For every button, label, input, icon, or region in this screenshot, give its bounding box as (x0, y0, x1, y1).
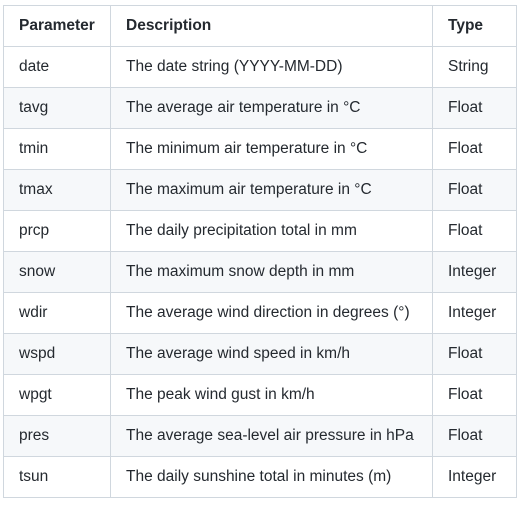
parameter-table: Parameter Description Type date The date… (3, 5, 517, 498)
cell-parameter: tmin (3, 128, 111, 170)
header-parameter: Parameter (3, 5, 111, 47)
table-row: wspd The average wind speed in km/h Floa… (3, 333, 517, 375)
cell-description: The minimum air temperature in °C (110, 128, 433, 170)
table-row: pres The average sea-level air pressure … (3, 415, 517, 457)
table-row: tmax The maximum air temperature in °C F… (3, 169, 517, 211)
table-row: date The date string (YYYY-MM-DD) String (3, 46, 517, 88)
table-row: wdir The average wind direction in degre… (3, 292, 517, 334)
header-row: Parameter Description Type (3, 5, 517, 47)
cell-parameter: snow (3, 251, 111, 293)
cell-description: The daily precipitation total in mm (110, 210, 433, 252)
table-body: date The date string (YYYY-MM-DD) String… (3, 46, 517, 498)
cell-parameter: prcp (3, 210, 111, 252)
cell-description: The average sea-level air pressure in hP… (110, 415, 433, 457)
table-row: prcp The daily precipitation total in mm… (3, 210, 517, 252)
cell-type: Integer (432, 456, 517, 498)
cell-type: Integer (432, 251, 517, 293)
cell-type: String (432, 46, 517, 88)
cell-parameter: tmax (3, 169, 111, 211)
cell-description: The average air temperature in °C (110, 87, 433, 129)
cell-description: The date string (YYYY-MM-DD) (110, 46, 433, 88)
table-row: snow The maximum snow depth in mm Intege… (3, 251, 517, 293)
table-row: tavg The average air temperature in °C F… (3, 87, 517, 129)
cell-type: Float (432, 374, 517, 416)
table-header: Parameter Description Type (3, 5, 517, 47)
cell-description: The maximum air temperature in °C (110, 169, 433, 211)
cell-parameter: pres (3, 415, 111, 457)
cell-type: Float (432, 333, 517, 375)
cell-type: Float (432, 87, 517, 129)
cell-parameter: date (3, 46, 111, 88)
cell-parameter: tsun (3, 456, 111, 498)
cell-parameter: tavg (3, 87, 111, 129)
cell-parameter: wpgt (3, 374, 111, 416)
cell-description: The average wind speed in km/h (110, 333, 433, 375)
cell-type: Float (432, 210, 517, 252)
parameter-table-container: Parameter Description Type date The date… (3, 5, 517, 498)
cell-type: Float (432, 128, 517, 170)
header-description: Description (110, 5, 433, 47)
cell-type: Float (432, 415, 517, 457)
cell-type: Float (432, 169, 517, 211)
cell-description: The daily sunshine total in minutes (m) (110, 456, 433, 498)
table-row: tsun The daily sunshine total in minutes… (3, 456, 517, 498)
cell-parameter: wspd (3, 333, 111, 375)
table-row: tmin The minimum air temperature in °C F… (3, 128, 517, 170)
cell-description: The average wind direction in degrees (°… (110, 292, 433, 334)
cell-description: The peak wind gust in km/h (110, 374, 433, 416)
table-row: wpgt The peak wind gust in km/h Float (3, 374, 517, 416)
cell-parameter: wdir (3, 292, 111, 334)
header-type: Type (432, 5, 517, 47)
cell-description: The maximum snow depth in mm (110, 251, 433, 293)
cell-type: Integer (432, 292, 517, 334)
